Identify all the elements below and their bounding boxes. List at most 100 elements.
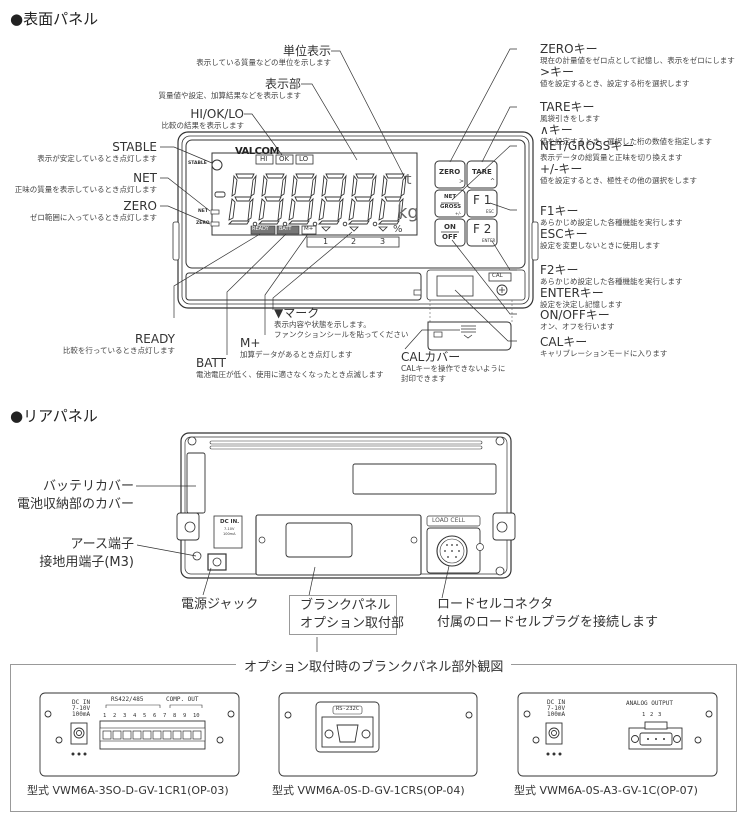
seven-segment-digits: [214, 173, 407, 227]
on-key-label[interactable]: ON: [444, 223, 456, 231]
op03-group-rs422: RS422/485: [111, 696, 144, 703]
cal-cover: [427, 321, 512, 351]
f2-key-sub: ENTER: [482, 238, 496, 243]
callout-batt-desc: 電池電圧が低く、使用に適さなくなったとき点滅します: [196, 370, 384, 379]
unit-percent: %: [393, 224, 403, 235]
callout-zero-key-desc: 現在の計量値をゼロ点として記憶し、表示をゼロにします: [540, 56, 735, 65]
function-mark-3: [378, 226, 388, 232]
callout-zero-title: ZERO: [123, 199, 157, 213]
f1-key-label[interactable]: F 1: [473, 193, 492, 207]
op03-group-comp: COMP. OUT: [166, 696, 199, 703]
cal-tag: CAL: [492, 273, 503, 279]
op07-dcin: DC IN 7-10V 100mA: [547, 699, 566, 718]
dcin-spec-2: 100mA: [223, 532, 236, 536]
gross-key-label[interactable]: GROSS: [440, 204, 462, 210]
f2-key-label[interactable]: F 2: [473, 222, 492, 236]
onoff-key[interactable]: [434, 218, 466, 247]
op07-model: 型式 VWM6A-0S-A3-GV-1C(OP-07): [514, 784, 698, 797]
net-led: [210, 209, 220, 215]
op07-group-analog: ANALOG OUTPUT: [626, 700, 673, 707]
callout-zero-key: ZEROキー 現在の計量値をゼロ点として記憶し、表示をゼロにします >キー 値を…: [540, 43, 735, 89]
earth-terminal: [192, 551, 202, 561]
callout-display: 表示部 質量値や設定、加算結果などを表示します: [159, 78, 302, 101]
function-number-1: 1: [323, 237, 329, 246]
function-number-3: 3: [380, 237, 386, 246]
callout-netgross-key-title: NET/GROSSキー: [540, 139, 635, 153]
tare-key-label[interactable]: TARE: [472, 168, 492, 176]
callout-stable-desc: 表示が安定しているとき点灯します: [37, 154, 157, 163]
callout-power-jack: 電源ジャック: [181, 596, 258, 614]
callout-cal-key-title: CALキー: [540, 335, 588, 349]
callout-unit-desc: 表示している質量などの単位を示します: [196, 58, 331, 67]
callout-battery-line2: 電池収納部のカバー: [16, 497, 134, 512]
callout-unit: 単位表示 表示している質量などの単位を示します: [196, 45, 331, 68]
tare-key[interactable]: [466, 160, 498, 189]
callout-tare-key-desc: 風袋引きをします: [540, 114, 600, 123]
callout-mark: ▼マーク 表示内容や状態を示します。 ファンクションシールを貼ってください: [274, 307, 408, 340]
callout-netgross-key-desc2: 値を設定するとき、極性その他の選択をします: [540, 176, 697, 185]
f2-key[interactable]: [466, 218, 498, 247]
loadcell-tag: LOAD CELL: [432, 517, 466, 524]
callout-display-desc: 質量値や設定、加算結果などを表示します: [158, 91, 302, 100]
callout-zero: ZERO ゼロ範囲に入っているとき点灯します: [30, 200, 157, 223]
stable-led: [211, 159, 223, 171]
front-panel-drawing: [160, 48, 539, 355]
callout-f2-key: F2キー あらかじめ設定した各種機能を実行します ENTERキー 設定を決定し記…: [540, 264, 683, 310]
callout-onoff-key: ON/OFFキー オン、オフを行います: [540, 309, 615, 332]
callout-batt: BATT 電池電圧が低く、使用に適さなくなったとき点滅します: [196, 357, 384, 380]
callout-netgross-key: NET/GROSSキー 表示データの総質量と正味を切り換えます +/-キー 値を…: [540, 140, 697, 186]
callout-unit-title: 単位表示: [282, 44, 331, 58]
callout-earth: アース端子 接地用端子(M3): [39, 536, 134, 572]
callout-jack-line1: 電源ジャック: [181, 597, 259, 612]
callout-mplus: M+ 加算データがあるとき点灯します: [240, 337, 353, 360]
callout-ready: READY 比較を行っているとき点灯します: [63, 333, 175, 356]
dcin-spec-1: 7-10V: [224, 527, 235, 531]
callout-loadcell-line1: ロードセルコネクタ: [437, 597, 554, 612]
callout-earth-line2: 接地用端子(M3): [39, 555, 134, 570]
net-tag: NET: [198, 209, 208, 214]
callout-cal-key-desc: キャリブレーションモードに入ります: [540, 349, 668, 358]
callout-net-title: NET: [133, 171, 157, 185]
callout-mark-desc1: 表示内容や状態を示します。: [274, 320, 371, 329]
f1-key[interactable]: [466, 189, 498, 218]
callout-hiokl-desc: 比較の結果を表示します: [161, 121, 245, 130]
callout-stable: STABLE 表示が安定しているとき点灯します: [37, 141, 157, 164]
callout-display-title: 表示部: [264, 77, 301, 91]
callout-blank-panel: ブランクパネル オプション取付部: [289, 595, 405, 635]
callout-loadcell-line2: 付属のロードセルプラグを接続します: [437, 615, 659, 630]
callout-f2-key-desc: あらかじめ設定した各種機能を実行します: [540, 277, 683, 286]
off-key-label[interactable]: OFF: [442, 233, 458, 241]
hi-indicator: HI: [260, 155, 268, 163]
callout-f2-key-title2: ENTERキー: [540, 286, 604, 300]
op03-dcin: DC IN 7-10V 100mA: [72, 699, 91, 718]
callout-hiokl-title: HI/OK/LO: [190, 107, 244, 121]
callout-hiokl: HI/OK/LO 比較の結果を表示します: [162, 108, 245, 131]
ok-indicator: OK: [279, 155, 290, 163]
op04-model: 型式 VWM6A-0S-D-GV-1CRS(OP-04): [272, 784, 465, 797]
net-gross-key[interactable]: [434, 189, 466, 218]
leader-lines: [160, 48, 517, 355]
callout-calcover-desc2: 封印できます: [401, 374, 446, 383]
callout-tare-key-title2: ∧キー: [540, 123, 573, 137]
zero-key[interactable]: [434, 160, 466, 189]
callout-netgross-key-title2: +/-キー: [540, 162, 583, 176]
callout-cal-key: CALキー キャリブレーションモードに入ります: [540, 336, 667, 359]
callout-blank-line2: オプション取付部: [300, 616, 405, 631]
front-panel-title: ●表面パネル: [10, 10, 99, 28]
function-mark-2: [349, 226, 359, 232]
callout-loadcell: ロードセルコネクタ 付属のロードセルプラグを接続します: [437, 596, 658, 632]
callout-f2-key-desc2: 設定を決定し記憶します: [540, 300, 623, 309]
function-mark-1: [321, 226, 331, 232]
callout-calcover-title: CALカバー: [401, 350, 461, 364]
callout-zero-key-title2: >キー: [540, 65, 575, 79]
zero-key-label[interactable]: ZERO: [439, 168, 461, 176]
net-key-label[interactable]: NET: [444, 194, 457, 200]
callout-f1-key-desc: あらかじめ設定した各種機能を実行します: [540, 218, 683, 227]
zero-key-sub: >: [459, 178, 465, 185]
callout-mark-title: ▼マーク: [274, 306, 320, 320]
callout-calcover-desc1: CALキーを操作できないように: [401, 364, 506, 373]
db9-connector: [336, 724, 359, 743]
